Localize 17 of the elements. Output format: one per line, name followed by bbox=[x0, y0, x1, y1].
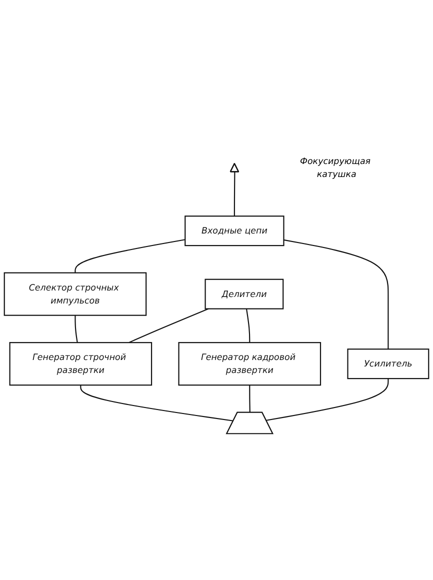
connector bbox=[74, 315, 78, 343]
node-text: Фокусирующая катушка bbox=[300, 156, 371, 180]
connector bbox=[246, 308, 250, 343]
connector bbox=[74, 239, 186, 273]
node-box: Входные цепи bbox=[184, 216, 284, 246]
connector bbox=[249, 385, 250, 413]
node-box: Делители bbox=[204, 278, 284, 310]
connector bbox=[266, 378, 389, 421]
node-box: Генератор строчной развертки bbox=[9, 342, 152, 386]
connector bbox=[234, 172, 236, 216]
connector bbox=[284, 239, 389, 350]
node-trapezoid bbox=[226, 412, 274, 434]
node-box: Генератор кадровой развертки bbox=[178, 342, 322, 386]
node-box: Усилитель bbox=[347, 348, 430, 380]
connector bbox=[80, 385, 234, 422]
node-box: Селектор строчных импульсов bbox=[4, 272, 147, 316]
connector bbox=[128, 308, 209, 344]
